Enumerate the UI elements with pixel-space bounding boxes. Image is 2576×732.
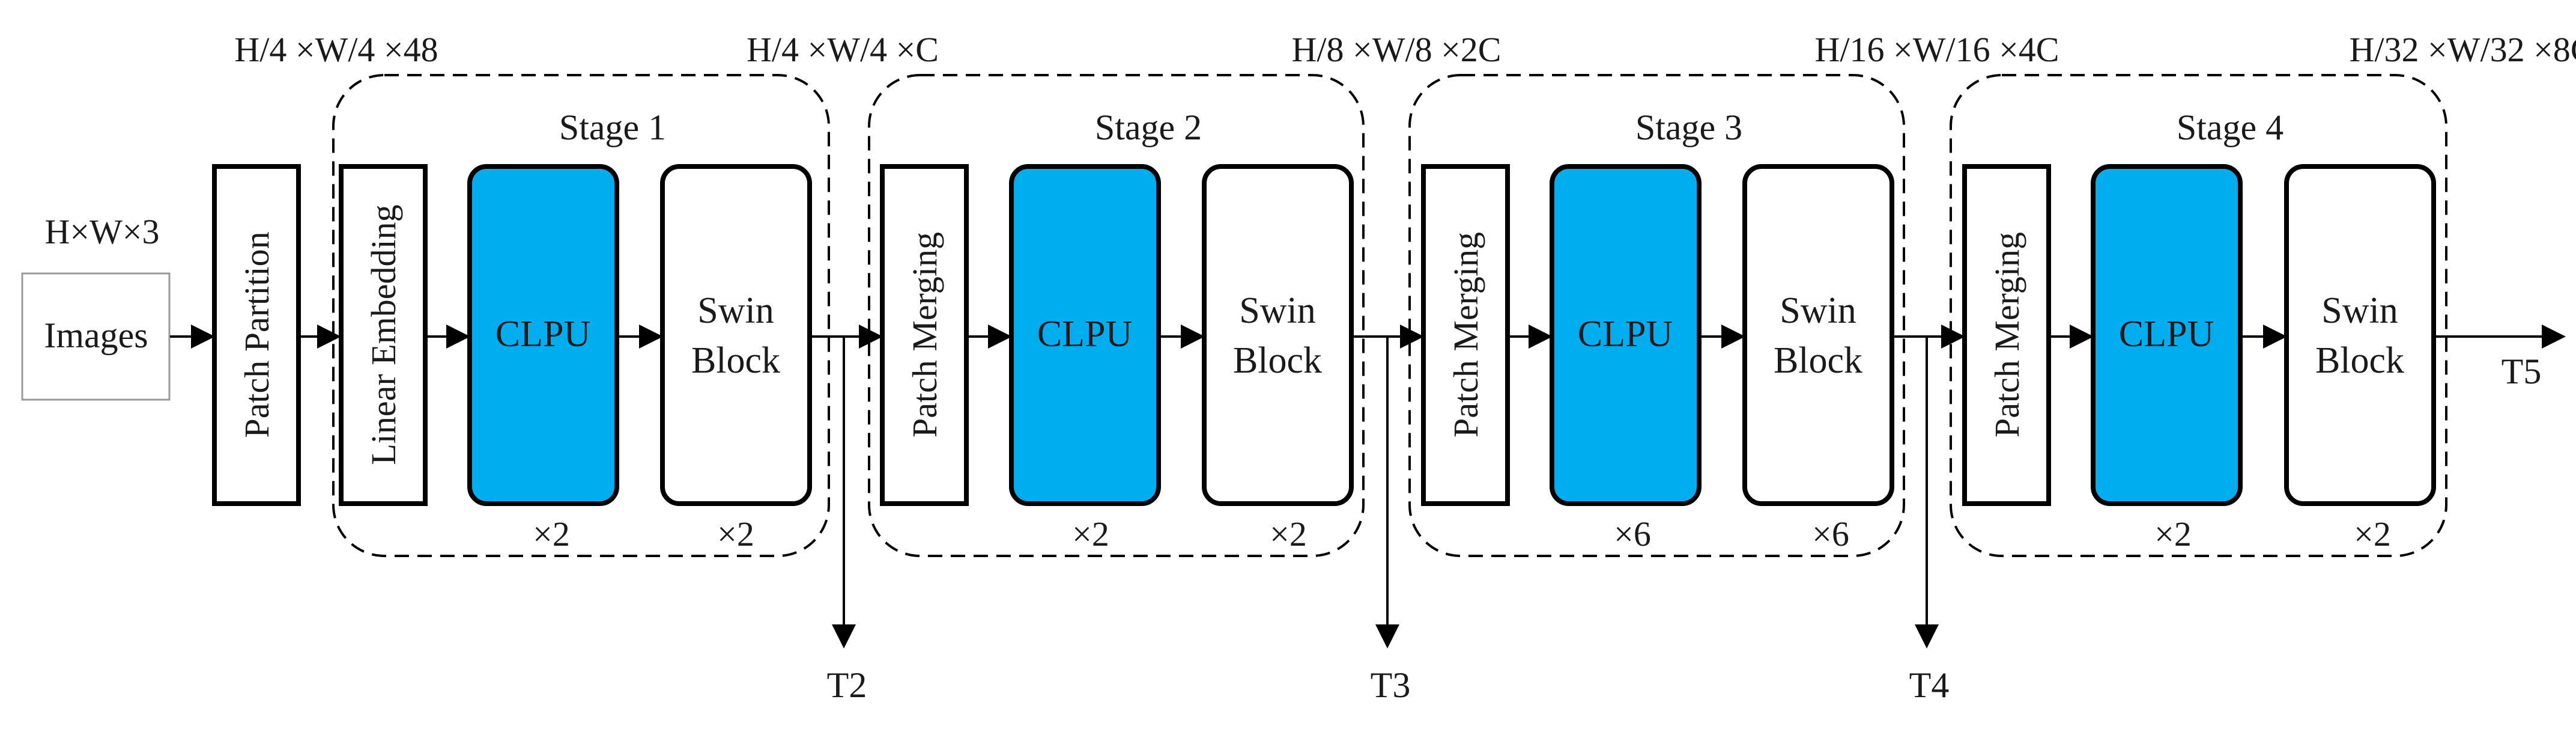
stage-1-clpu-repeat: ×2 [533,514,570,554]
stage-1-swin-label-line1: Swin [697,290,774,331]
stage-2-swin-label-line2: Block [1233,340,1322,381]
stage-3-patch-merging-label: Patch Merging [1446,232,1485,438]
stage-1-swin-label-line2: Block [691,340,780,381]
output-t3-label: T3 [1371,665,1411,705]
dims-label-2: H/4 ×W/4 ×C [747,30,939,69]
images-input-label: Images [44,316,148,355]
stage-1-group: Stage 1 Linear Embedding CLPU Swin Block… [332,74,830,557]
output-t4-label: T4 [1909,665,1950,705]
stage-3-clpu-repeat: ×6 [1614,514,1651,554]
stage-3-title: Stage 3 [1635,108,1742,147]
stage-2-swin-label-line1: Swin [1239,290,1315,331]
dims-label-5: H/32 ×W/32 ×8C [2350,30,2576,69]
stage-1-swin-repeat: ×2 [717,514,754,554]
stage-4-group: Stage 4 Patch Merging CLPU Swin Block ×2… [1950,74,2447,557]
input-dims-label: H×W×3 [44,212,159,251]
stage-1-title: Stage 1 [559,108,666,147]
stage-2-clpu-repeat: ×2 [1072,514,1109,554]
stage-2-patch-merging-label: Patch Merging [905,232,944,438]
stage-3-clpu-label: CLPU [1578,314,1673,355]
stage-3-clpu-block [1550,164,1702,506]
stage-3-patch-merging-block [1421,164,1510,506]
stage-1-clpu-label: CLPU [496,314,590,355]
stage-4-swin-label-line2: Block [2315,340,2404,381]
stage-4-container [1950,74,2447,557]
stage-4-swin-repeat: ×2 [2354,514,2391,554]
stage-2-container [868,74,1365,557]
patch-partition-label: Patch Partition [237,231,276,438]
stage-2-swin-block [1202,164,1354,506]
stage-2-group: Stage 2 Patch Merging CLPU Swin Block ×2… [868,74,1365,557]
patch-partition-block [212,164,301,506]
stage-4-clpu-repeat: ×2 [2154,514,2192,554]
stage-3-swin-label-line1: Swin [1780,290,1856,331]
stage-2-patch-merging-block [880,164,969,506]
stage-1-container [332,74,830,557]
stage-4-clpu-label: CLPU [2119,314,2214,355]
linear-embedding-block [339,164,428,506]
stage-3-swin-repeat: ×6 [1812,514,1849,554]
dims-label-3: H/8 ×W/8 ×2C [1292,30,1502,69]
stage-4-clpu-block [2091,164,2243,506]
output-t2-label: T2 [827,665,867,705]
stage-2-clpu-label: CLPU [1037,314,1132,355]
stage-4-swin-label-line1: Swin [2321,290,2398,331]
stage-1-clpu-block [467,164,619,506]
stage-3-swin-block [1742,164,1894,506]
stage-4-swin-block [2284,164,2436,506]
stage-1-swin-block [660,164,812,506]
dims-label-4: H/16 ×W/16 ×4C [1815,30,2059,69]
stage-3-container [1408,74,1905,557]
linear-embedding-label: Linear Embedding [364,204,403,465]
stage-3-swin-label-line2: Block [1774,340,1862,381]
stage-3-group: Stage 3 Patch Merging CLPU Swin Block ×6… [1408,74,1905,557]
stage-2-clpu-block [1009,164,1161,506]
images-input-box [21,272,171,401]
stage-2-swin-repeat: ×2 [1270,514,1307,554]
stage-4-patch-merging-block [1962,164,2051,506]
stage-2-title: Stage 2 [1095,108,1202,147]
stage-4-title: Stage 4 [2177,108,2284,147]
output-t5-label: T5 [2502,352,2542,391]
dims-label-1: H/4 ×W/4 ×48 [234,30,438,69]
stage-4-patch-merging-label: Patch Merging [1987,232,2026,438]
